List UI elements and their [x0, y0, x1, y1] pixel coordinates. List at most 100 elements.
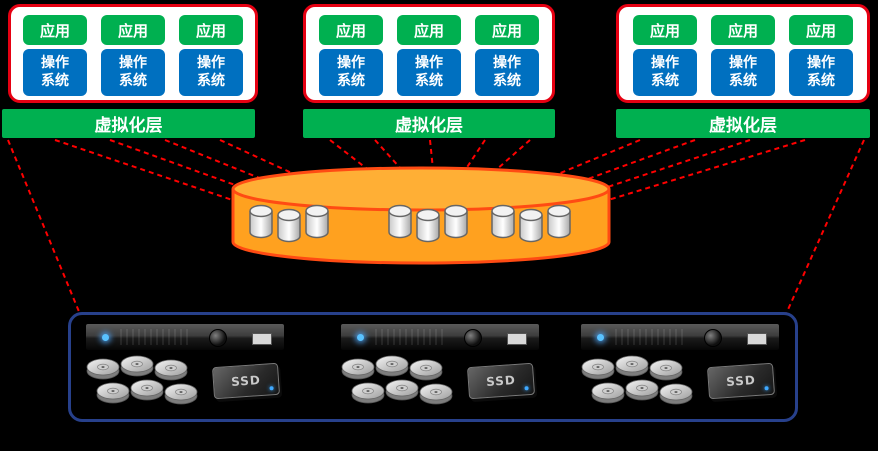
- hdd-icon: [341, 358, 375, 380]
- hdd-icon: [96, 382, 130, 404]
- os-box: 操作系统: [397, 49, 461, 96]
- hdd-icon: [154, 359, 188, 381]
- hdd-icon: [615, 355, 649, 377]
- drive-bay-icon: [252, 333, 272, 345]
- connection-line: [7, 139, 81, 315]
- virtualization-layer-label: 虚拟化层: [709, 116, 777, 136]
- power-led-icon: [102, 334, 109, 341]
- ssd-icon: SSD: [706, 362, 776, 400]
- server: SSD: [580, 323, 780, 419]
- vent-grille-icon: [375, 329, 447, 345]
- virtualization-layer-label: 虚拟化层: [395, 116, 463, 136]
- os-label: 操作系统: [415, 55, 443, 89]
- virtualization-layer-bar: 虚拟化层: [616, 109, 870, 138]
- app-box: 应用: [397, 15, 461, 45]
- vm-stack: 应用 操作系统: [789, 15, 853, 96]
- power-button-icon: [208, 329, 227, 347]
- app-box: 应用: [633, 15, 697, 45]
- ssd-icon: SSD: [211, 362, 281, 400]
- power-button-icon: [463, 329, 482, 347]
- drive-bay-icon: [747, 333, 767, 345]
- os-box: 操作系统: [711, 49, 775, 96]
- hdd-icon: [649, 359, 683, 381]
- connection-line: [504, 139, 641, 197]
- os-box: 操作系统: [319, 49, 383, 96]
- hdd-icon: [409, 359, 443, 381]
- app-label: 应用: [649, 21, 680, 40]
- drive-bay-icon: [507, 333, 527, 345]
- power-led-icon: [357, 334, 364, 341]
- vm-stack: 应用 操作系统: [179, 15, 243, 96]
- os-label: 操作系统: [119, 55, 147, 89]
- hdd-stack-icon: [341, 355, 453, 405]
- disk-cylinder-icon: [277, 208, 301, 243]
- connection-line: [469, 139, 531, 194]
- app-label: 应用: [195, 21, 226, 40]
- disk-cylinder-icon: [519, 208, 543, 243]
- connection-line: [329, 139, 399, 194]
- disk-cylinder-icons: [249, 204, 571, 243]
- virtualization-layer-label: 虚拟化层: [94, 116, 163, 136]
- os-box: 操作系统: [23, 49, 87, 96]
- hdd-icon: [385, 379, 419, 401]
- connection-line: [164, 139, 315, 201]
- virtualization-layer-bar: 虚拟化层: [2, 109, 255, 138]
- connection-line: [555, 139, 751, 205]
- os-label: 操作系统: [41, 55, 69, 89]
- disk-cylinder-icon: [491, 204, 515, 239]
- app-box: 应用: [319, 15, 383, 45]
- os-box: 操作系统: [789, 49, 853, 96]
- hdd-icon: [591, 382, 625, 404]
- os-box: 操作系统: [179, 49, 243, 96]
- hdd-icon: [351, 382, 385, 404]
- connection-line: [54, 139, 263, 211]
- connection-line: [451, 139, 486, 191]
- os-label: 操作系统: [729, 55, 757, 89]
- os-label: 操作系统: [337, 55, 365, 89]
- app-box: 应用: [475, 15, 539, 45]
- hdd-icon: [581, 358, 615, 380]
- power-button-icon: [703, 329, 722, 347]
- storage-pool-cylinder: [231, 166, 611, 265]
- connection-line: [219, 139, 343, 197]
- connection-line: [429, 139, 436, 190]
- vent-grille-icon: [615, 329, 687, 345]
- disk-cylinder-icon: [249, 204, 273, 239]
- ssd-icon: SSD: [466, 362, 536, 400]
- vm-group: 应用 操作系统 应用 操作系统 应用 操作系统: [8, 4, 258, 103]
- os-label: 操作系统: [807, 55, 835, 89]
- ssd-label: SSD: [485, 372, 517, 390]
- hdd-stack-icon: [86, 355, 198, 405]
- app-label: 应用: [335, 21, 366, 40]
- vm-stack: 应用 操作系统: [101, 15, 165, 96]
- vm-stack: 应用 操作系统: [633, 15, 697, 96]
- power-led-icon: [597, 334, 604, 341]
- vm-stack: 应用 操作系统: [711, 15, 775, 96]
- ssd-label: SSD: [230, 372, 262, 390]
- hdd-icon: [375, 355, 409, 377]
- server: SSD: [85, 323, 285, 419]
- app-label: 应用: [39, 21, 70, 40]
- disk-cylinder-icon: [416, 208, 440, 243]
- disk-cylinder-icon: [547, 204, 571, 239]
- hdd-icon: [625, 379, 659, 401]
- os-box: 操作系统: [101, 49, 165, 96]
- app-box: 应用: [179, 15, 243, 45]
- server: SSD: [340, 323, 540, 419]
- hdd-icon: [86, 358, 120, 380]
- app-box: 应用: [711, 15, 775, 45]
- vent-grille-icon: [120, 329, 192, 345]
- vm-stack: 应用 操作系统: [475, 15, 539, 96]
- connection-line: [529, 139, 696, 201]
- app-label: 应用: [805, 21, 836, 40]
- hdd-icon: [164, 383, 198, 405]
- app-label: 应用: [491, 21, 522, 40]
- app-label: 应用: [117, 21, 148, 40]
- server-cluster-box: SSD SSD: [68, 312, 798, 422]
- os-label: 操作系统: [197, 55, 225, 89]
- ssd-led-icon: [764, 386, 769, 391]
- vm-stack: 应用 操作系统: [23, 15, 87, 96]
- app-box: 应用: [23, 15, 87, 45]
- os-label: 操作系统: [493, 55, 521, 89]
